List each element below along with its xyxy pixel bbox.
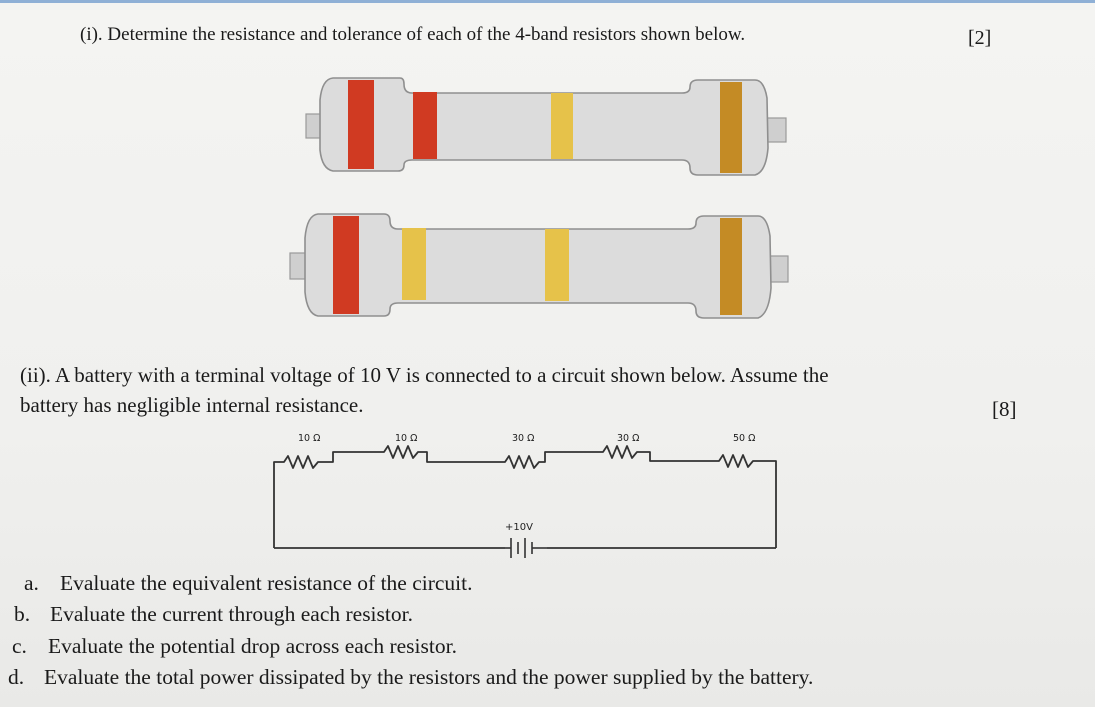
resistor-1-right-lead [765, 117, 787, 143]
circuit-diagram [273, 445, 777, 558]
question-ii-line-1: (ii). A battery with a terminal voltage … [20, 363, 829, 387]
resistor-1-band-2 [413, 92, 437, 159]
subquestion-a: a. Evaluate the equivalent resistance of … [24, 571, 473, 596]
subquestion-c-text: Evaluate the potential drop across each … [48, 634, 457, 658]
resistor-1-band-3 [551, 93, 573, 159]
battery-label: +10V [505, 522, 533, 533]
battery-symbol [505, 538, 547, 558]
resistor-1-band-4 [720, 82, 742, 173]
resistor-label-5: 50 Ω [733, 433, 755, 444]
subquestion-c-letter: c. [12, 634, 27, 658]
resistor-1 [305, 77, 787, 176]
subquestion-b-text: Evaluate the current through each resist… [50, 602, 413, 626]
subquestion-b: b. Evaluate the current through each resi… [14, 602, 413, 627]
circuit-top-wire [273, 445, 777, 548]
top-edge-line [0, 0, 1095, 3]
resistor-2-band-2 [402, 228, 426, 300]
resistor-2-body [304, 213, 772, 319]
question-i-text: (i). Determine the resistance and tolera… [80, 24, 746, 45]
resistor-2-band-4 [720, 218, 742, 315]
resistor-1-body [319, 77, 769, 176]
subquestion-c: c. Evaluate the potential drop across eac… [12, 634, 457, 659]
resistor-label-1: 10 Ω [298, 433, 320, 444]
subquestion-d-text: Evaluate the total power dissipated by t… [44, 665, 814, 689]
resistor-2-band-3 [545, 229, 569, 301]
resistor-1-band-1 [348, 80, 374, 169]
question-ii-line-2: battery has negligible internal resistan… [20, 393, 364, 417]
subquestion-a-text: Evaluate the equivalent resistance of th… [60, 571, 473, 595]
resistor-label-4: 30 Ω [617, 433, 639, 444]
resistor-label-2: 10 Ω [395, 433, 417, 444]
subquestion-d-letter: d. [8, 665, 25, 689]
subquestion-b-letter: b. [14, 602, 31, 626]
subquestion-a-letter: a. [24, 571, 39, 595]
question-ii-marks: [8] [992, 397, 1017, 421]
resistor-label-3: 30 Ω [512, 433, 534, 444]
question-i-marks: [2] [968, 27, 992, 49]
resistor-2-band-1 [333, 216, 359, 314]
subquestion-d: d. Evaluate the total power dissipated by… [8, 665, 813, 690]
resistor-2 [289, 213, 789, 319]
